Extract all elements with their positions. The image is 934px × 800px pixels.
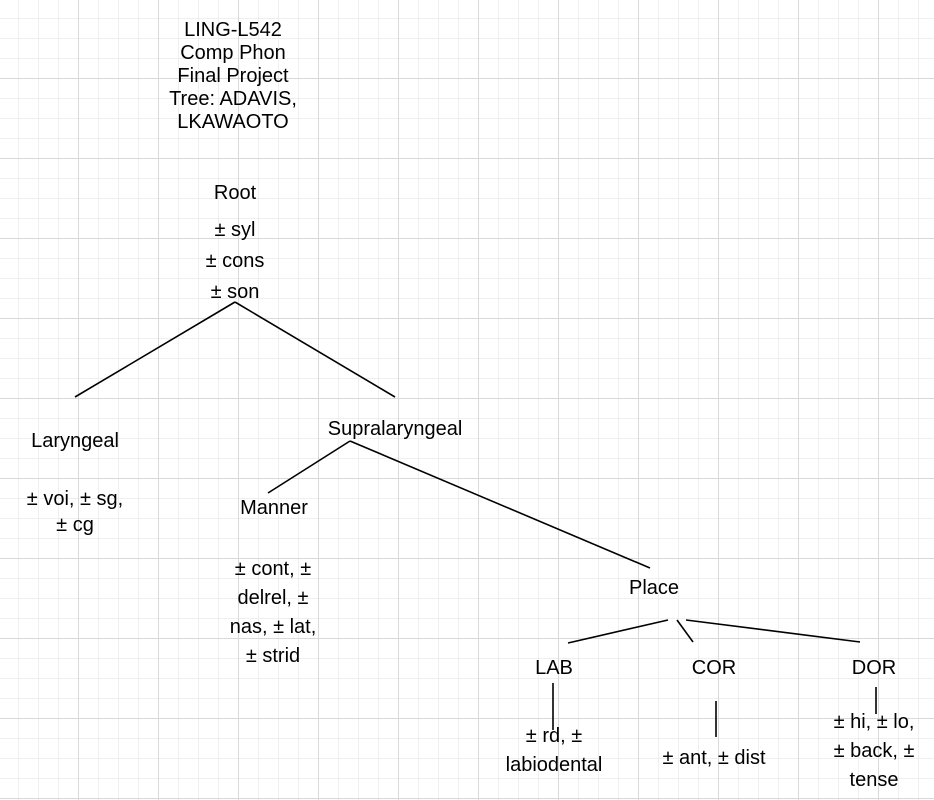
edge-root-laryngeal — [74, 301, 236, 398]
cor-node-features: ± ant, ± dist — [662, 747, 766, 769]
edge-root-supralaryngeal — [234, 301, 396, 398]
lab-node-features: ± rd, ± labiodental — [505, 725, 603, 776]
edge-place-lab — [567, 619, 669, 644]
root-node-label: Root — [213, 182, 257, 204]
edge-supralaryngeal-manner — [267, 440, 351, 494]
edge-place-cor — [676, 619, 694, 643]
root-node-features: ± syl ± cons ± son — [205, 219, 265, 303]
laryngeal-node-features: ± voi, ± sg, ± cg — [26, 488, 124, 536]
cor-node-label: COR — [691, 657, 737, 679]
lab-node-label: LAB — [535, 657, 573, 679]
place-node-label: Place — [628, 577, 680, 599]
diagram-title: LING-L542 Comp Phon Final Project Tree: … — [169, 19, 297, 133]
manner-node-label: Manner — [240, 497, 308, 519]
supralaryngeal-node-label: Supralaryngeal — [327, 418, 463, 440]
manner-node-features: ± cont, ± delrel, ± nas, ± lat, ± strid — [229, 558, 317, 667]
dor-node-features: ± hi, ± lo, ± back, ± tense — [833, 711, 915, 791]
edge-place-dor — [685, 619, 861, 643]
dor-node-label: DOR — [851, 657, 897, 679]
edge-supralaryngeal-place — [349, 440, 651, 569]
laryngeal-node-label: Laryngeal — [31, 430, 119, 452]
